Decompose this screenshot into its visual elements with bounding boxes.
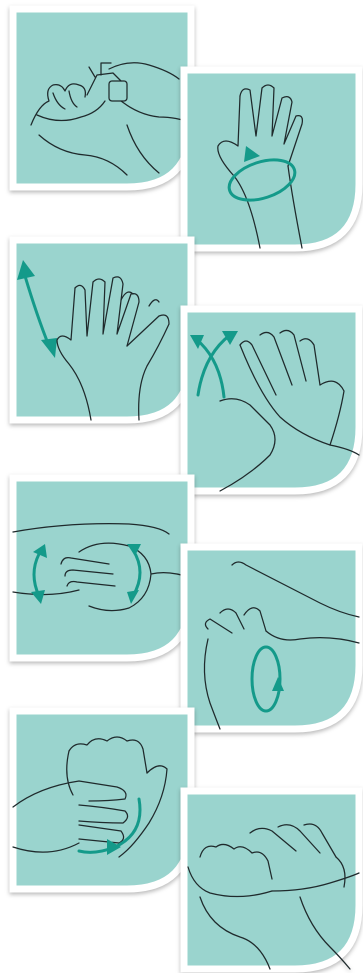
step-3-illustration bbox=[9, 236, 195, 424]
step-1-illustration bbox=[9, 5, 195, 191]
step-1-apply-soap bbox=[9, 5, 195, 191]
step-6-illustration bbox=[180, 543, 363, 733]
step-7-illustration bbox=[9, 707, 195, 893]
step-7-fingertips-in-palm bbox=[9, 707, 195, 893]
step-4-illustration bbox=[180, 305, 363, 495]
step-6-rub-thumb bbox=[180, 543, 363, 733]
step-5-interlock-fingers bbox=[9, 474, 195, 662]
step-3-palm-to-palm bbox=[9, 236, 195, 424]
step-2-illustration bbox=[180, 66, 363, 252]
step-2-back-of-hand bbox=[180, 66, 363, 252]
step-4-interlaced-fingers bbox=[180, 305, 363, 495]
step-5-illustration bbox=[9, 474, 195, 662]
step-8-cupped-hands bbox=[180, 787, 363, 973]
step-8-illustration bbox=[180, 787, 363, 973]
